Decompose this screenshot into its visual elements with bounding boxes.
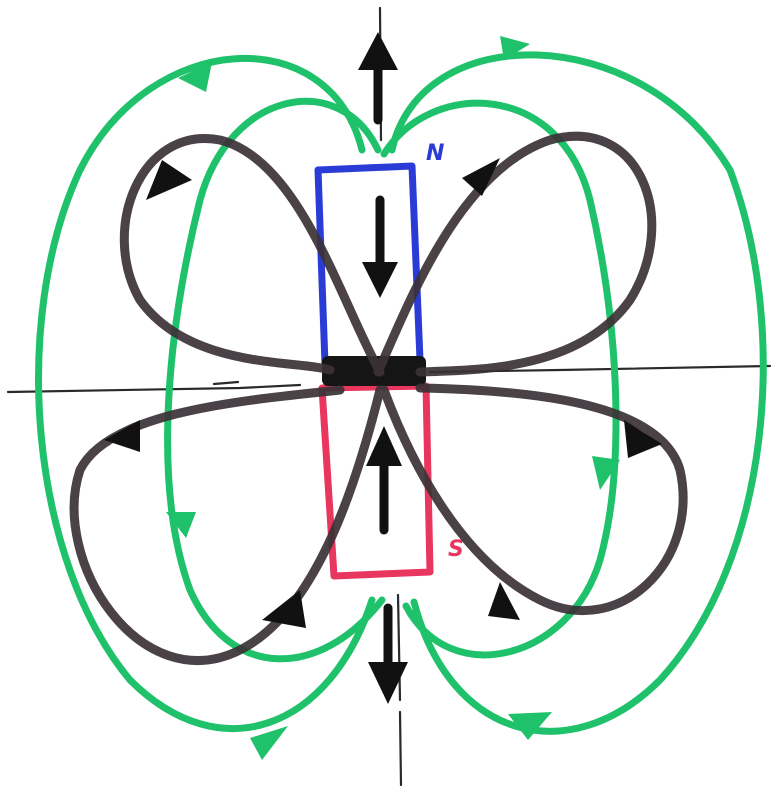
north-down-arrow-head-icon (362, 262, 398, 298)
black-arrow-icon (262, 590, 306, 628)
top-arrow-head-icon (358, 32, 398, 70)
horizontal-axis-dash (214, 382, 238, 384)
green-field-lines (39, 55, 764, 731)
north-pole-label: N (426, 141, 444, 166)
bottom-arrow-head-icon (368, 662, 408, 704)
south-pole-label: S (448, 537, 464, 562)
black-petal-lower-left (74, 390, 380, 660)
green-arrow-icon (250, 726, 288, 760)
